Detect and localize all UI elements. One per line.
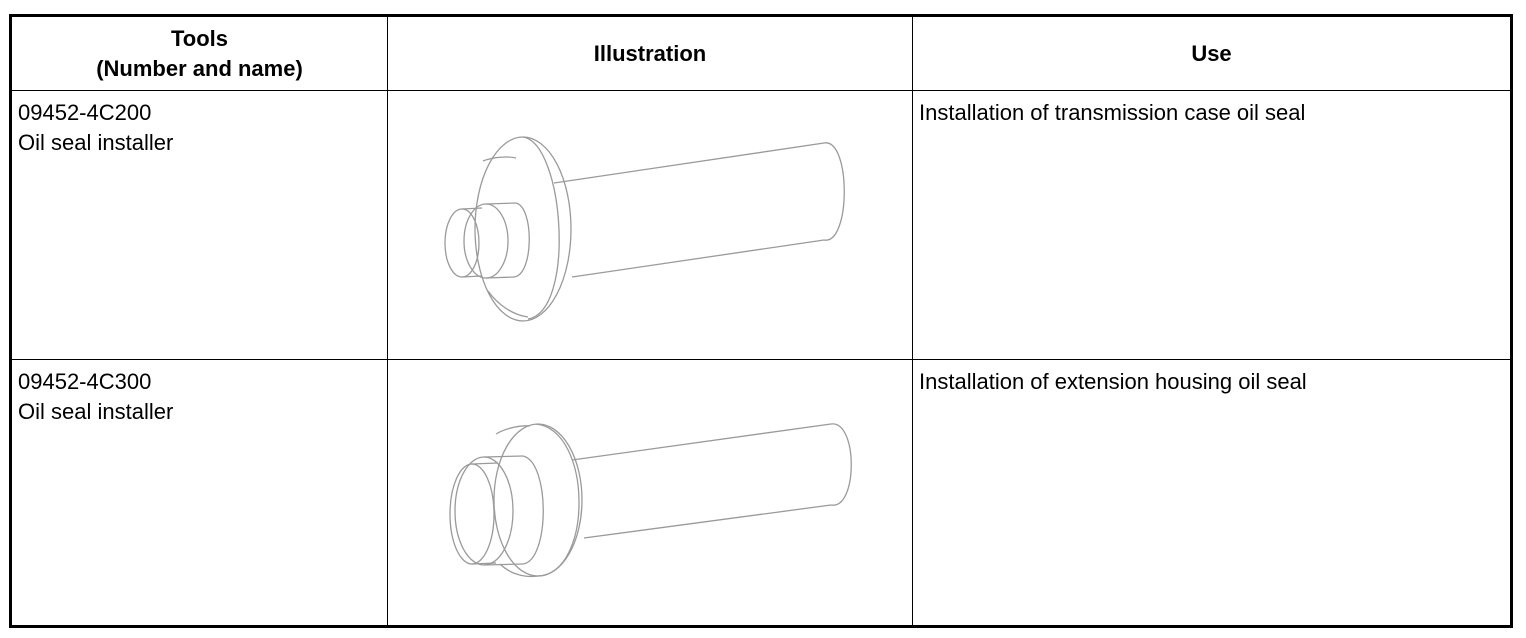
use-cell: Installation of transmission case oil se…	[912, 91, 1510, 359]
tool-cell: 09452-4C200 Oil seal installer	[12, 91, 387, 359]
use-cell: Installation of extension housing oil se…	[912, 360, 1510, 628]
header-tools-subtitle: (Number and name)	[96, 55, 303, 81]
oil-seal-installer-icon	[444, 136, 845, 322]
tool-number: 09452-4C300	[18, 369, 152, 394]
header-illustration: Illustration	[387, 17, 912, 90]
tool-number: 09452-4C200	[18, 100, 152, 125]
illustration-cell	[387, 91, 912, 359]
tool-name: Oil seal installer	[18, 399, 174, 424]
table-row: 09452-4C200 Oil seal installer	[12, 90, 1510, 359]
table-row: 09452-4C300 Oil seal installer	[12, 359, 1510, 628]
illustration-cell	[387, 360, 912, 628]
tool-cell: 09452-4C300 Oil seal installer	[12, 360, 387, 628]
header-tools-title: Tools	[170, 25, 229, 51]
tool-use-description: Installation of transmission case oil se…	[919, 100, 1306, 125]
special-tools-table: Tools (Number and name) Illustration Use…	[9, 14, 1513, 628]
oil-seal-installer-icon	[449, 423, 852, 578]
table-header-row: Tools (Number and name) Illustration Use	[12, 17, 1510, 90]
tool-use-description: Installation of extension housing oil se…	[919, 369, 1307, 394]
header-illustration-label: Illustration	[593, 40, 707, 66]
header-use: Use	[912, 17, 1510, 90]
header-use-label: Use	[1191, 40, 1232, 66]
header-tools: Tools (Number and name)	[12, 17, 387, 90]
tool-name: Oil seal installer	[18, 130, 174, 155]
